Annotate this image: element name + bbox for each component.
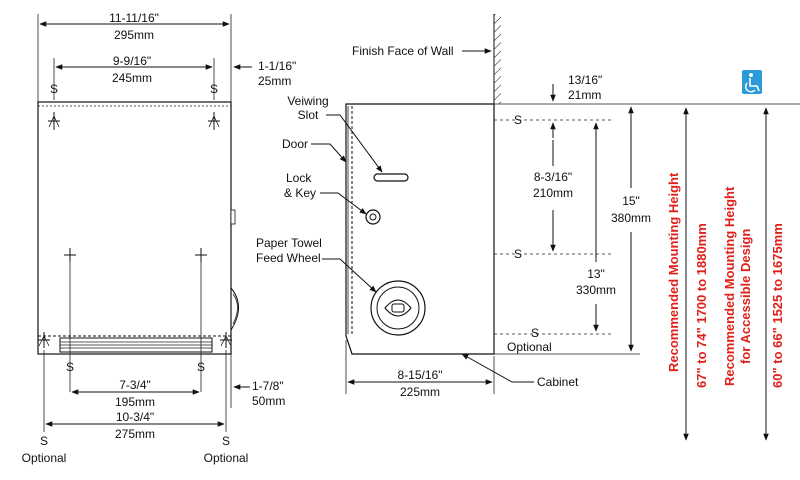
screw-mark: S — [514, 113, 522, 127]
recommended-height-title: Recommended Mounting Height — [666, 172, 681, 372]
top-screw-spacing-inch: 9-9/16" — [113, 54, 151, 68]
cabinet-front — [37, 101, 232, 355]
screw-mark: S — [531, 326, 539, 340]
depth-mm: 225mm — [400, 385, 440, 399]
height-inch: 15" — [622, 194, 640, 208]
overall-width-inch: 11-11/16" — [109, 11, 159, 25]
screw-mark: S — [514, 247, 522, 261]
lock-label: & Key — [284, 186, 316, 200]
mounting-hole-icon — [220, 332, 232, 348]
screw-mark: S — [40, 434, 48, 448]
screw-mark: S — [222, 434, 230, 448]
depth-inch: 8-15/16" — [398, 368, 443, 382]
screw-mark: S — [66, 360, 74, 374]
wall-hatch — [494, 14, 501, 104]
mounting-hole-icon — [64, 248, 76, 262]
wheelchair-icon — [742, 70, 762, 94]
cabinet-label: Cabinet — [537, 375, 579, 389]
mounting-hole-icon — [38, 332, 50, 348]
screw-spacing-lower-inch: 13" — [587, 267, 605, 281]
leader-line — [311, 143, 347, 163]
leader-line — [326, 114, 383, 173]
wall-label: Finish Face of Wall — [352, 44, 454, 58]
screw-spacing-lower-mm: 330mm — [576, 283, 616, 297]
optional-spacing-mm: 275mm — [115, 427, 155, 441]
leader-line — [320, 192, 367, 215]
accessible-height-subtitle: for Accessible Design — [738, 229, 753, 364]
feed-wheel-housing — [232, 293, 238, 325]
feed-wheel-label: Paper Towel — [256, 236, 322, 250]
viewing-slot — [373, 173, 409, 182]
screw-spacing-upper-inch: 8-3/16" — [534, 170, 572, 184]
screw-mark: S — [197, 360, 205, 374]
front-view: 11-11/16" 295mm 9-9/16" 245mm 1-1/16" 25… — [22, 11, 297, 465]
accessible-height-title: Recommended Mounting Height — [722, 186, 737, 386]
feed-wheel-housing — [230, 287, 239, 331]
top-offset-mm: 21mm — [568, 88, 601, 102]
leader-line — [461, 353, 534, 383]
viewing-slot-label: Veiwing — [287, 94, 328, 108]
top-screw-spacing-mm: 245mm — [112, 71, 152, 85]
leader-line — [322, 258, 377, 293]
screw-mark: S — [50, 82, 58, 96]
optional-label: Optional — [204, 451, 249, 465]
screw-mark: S — [210, 82, 218, 96]
feed-wheel-icon — [376, 286, 420, 330]
side-offset-inch: 1-1/16" — [258, 59, 296, 73]
lock-label: Lock — [286, 171, 312, 185]
door-label: Door — [282, 137, 308, 151]
lock-icon — [365, 209, 381, 225]
feed-wheel-icon — [391, 303, 405, 313]
bottom-offset-mm: 50mm — [252, 394, 285, 408]
mounting-heights: Recommended Mounting Height 67" to 74" 1… — [666, 70, 785, 441]
screw-spacing-upper-mm: 210mm — [533, 186, 573, 200]
optional-label: Optional — [22, 451, 67, 465]
side-offset-mm: 25mm — [258, 74, 291, 88]
viewing-slot-label: Slot — [298, 108, 319, 122]
top-offset-inch: 13/16" — [568, 73, 602, 87]
side-latch — [230, 209, 236, 225]
recommended-height-range: 67" to 74" 1700 to 1880mm — [694, 223, 709, 388]
feed-wheel-label: Feed Wheel — [256, 251, 321, 265]
bottom-offset-inch: 1-7/8" — [252, 379, 284, 393]
lower-screw-spacing-mm: 195mm — [115, 395, 155, 409]
lock-icon — [369, 213, 377, 221]
lower-screw-spacing-inch: 7-3/4" — [119, 378, 151, 392]
optional-spacing-inch: 10-3/4" — [116, 410, 154, 424]
overall-width-mm: 295mm — [114, 28, 154, 42]
optional-label: Optional — [507, 340, 552, 354]
height-mm: 380mm — [611, 211, 651, 225]
accessible-height-range: 60" to 66" 1525 to 1675mm — [770, 223, 785, 388]
mounting-hole-icon — [48, 112, 60, 130]
feed-wheel-icon — [384, 299, 412, 317]
side-view: Finish Face of Wall Veiwing Slot Door Lo… — [256, 14, 800, 399]
mounting-hole-icon — [195, 248, 207, 262]
mounting-hole-icon — [208, 112, 220, 130]
